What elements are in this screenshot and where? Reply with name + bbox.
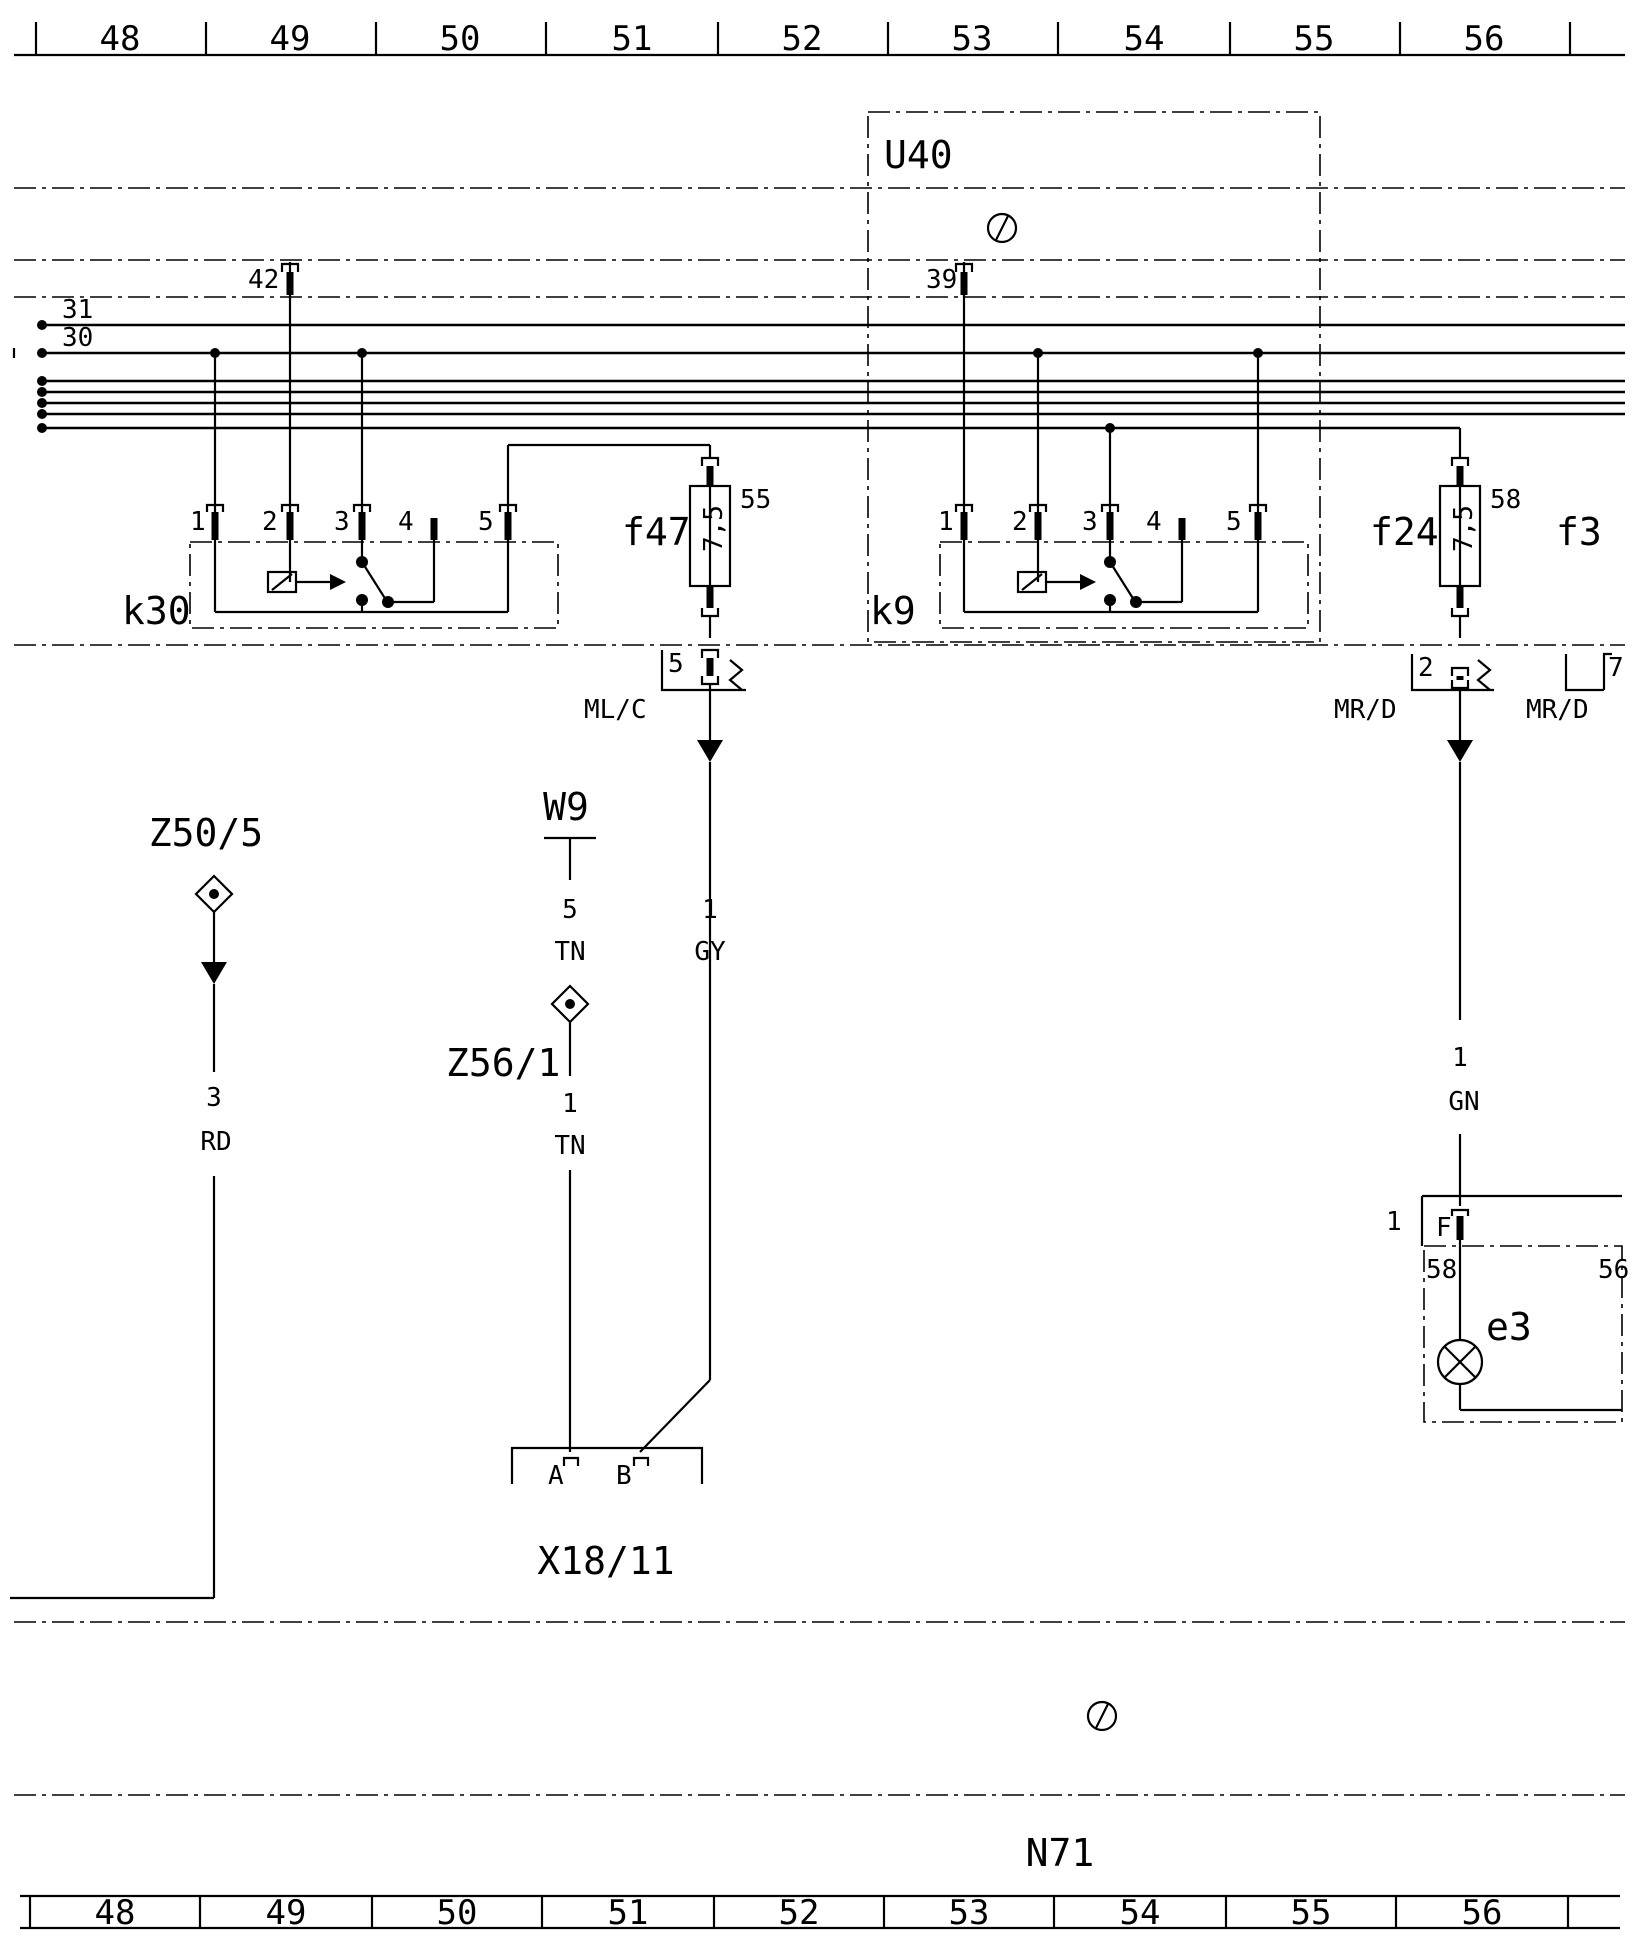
k30-pin-3: 3 bbox=[334, 507, 350, 537]
k9-pin-1: 1 bbox=[938, 507, 954, 537]
bottom-col-55: 55 bbox=[1291, 1893, 1332, 1933]
splice-z50-5-label: Z50/5 bbox=[149, 811, 263, 855]
lamp-e3-label: e3 bbox=[1486, 1305, 1532, 1349]
connector-mrd2-label: MR/D bbox=[1526, 695, 1589, 725]
fuse-f47-label: f47 bbox=[622, 510, 691, 554]
top-col-54: 54 bbox=[1124, 19, 1165, 59]
k9-pin-5: 5 bbox=[1226, 507, 1242, 537]
k30-pin-2: 2 bbox=[262, 507, 278, 537]
fuse-f3-label: f3 bbox=[1556, 510, 1602, 554]
module-u40-label: U40 bbox=[884, 133, 953, 177]
bus-label-30: 30 bbox=[62, 323, 93, 353]
bus-label-31: 31 bbox=[62, 295, 93, 325]
wire-tn-top-num: 5 bbox=[562, 895, 578, 925]
connector-x18-11-label: X18/11 bbox=[537, 1539, 674, 1583]
bottom-col-53: 53 bbox=[949, 1893, 990, 1933]
bottom-col-52: 52 bbox=[779, 1893, 820, 1933]
u40-ground-symbol bbox=[986, 212, 1018, 244]
lamp-terminal-56: 56 bbox=[1598, 1255, 1629, 1285]
connector-w9-label: W9 bbox=[543, 785, 589, 829]
wire-gn-num: 1 bbox=[1452, 1043, 1468, 1073]
relay-k9-label: k9 bbox=[870, 589, 916, 633]
connector-x18-11 bbox=[510, 1446, 704, 1484]
fuse-f24 bbox=[1410, 428, 1612, 1206]
top-col-53: 53 bbox=[952, 19, 993, 59]
wire-rd-num: 3 bbox=[206, 1083, 222, 1113]
connector-mlc-pin: 5 bbox=[668, 649, 684, 679]
bottom-col-48: 48 bbox=[95, 1893, 136, 1933]
fuse-f24-terminal: 58 bbox=[1490, 485, 1521, 515]
fuse-f47-rating: 7,5 bbox=[699, 505, 729, 552]
lamp-pin-number: 1 bbox=[1386, 1207, 1402, 1237]
connector-mlc-label: ML/C bbox=[584, 695, 647, 725]
relay-k30 bbox=[189, 262, 710, 629]
top-col-56: 56 bbox=[1464, 19, 1505, 59]
relay-k9 bbox=[939, 262, 1309, 629]
top-col-55: 55 bbox=[1294, 19, 1335, 59]
lamp-terminal-58: 58 bbox=[1426, 1255, 1457, 1285]
relay-k30-label: k30 bbox=[122, 589, 191, 633]
top-col-48: 48 bbox=[100, 19, 141, 59]
n71-ground-symbol bbox=[1086, 1700, 1118, 1732]
k9-pin-2: 2 bbox=[1012, 507, 1028, 537]
x18-pin-a: A bbox=[548, 1461, 564, 1491]
k30-pin-5: 5 bbox=[478, 507, 494, 537]
power-bus bbox=[12, 320, 1625, 433]
top-col-51: 51 bbox=[612, 19, 653, 59]
terminal-42: 42 bbox=[248, 265, 279, 295]
top-column-ruler: 48 49 50 51 52 53 54 55 56 bbox=[14, 19, 1625, 59]
connector-mrd2-pin: 7 bbox=[1608, 653, 1624, 683]
connector-mrd-pin: 2 bbox=[1418, 653, 1434, 683]
bottom-col-49: 49 bbox=[266, 1893, 307, 1933]
lamp-pin-f: F bbox=[1436, 1213, 1452, 1243]
splice-z50-5 bbox=[10, 874, 234, 1600]
top-col-50: 50 bbox=[440, 19, 481, 59]
wire-gy-num: 1 bbox=[702, 895, 718, 925]
bottom-col-56: 56 bbox=[1462, 1893, 1503, 1933]
wire-rd-color: RD bbox=[200, 1127, 231, 1157]
wire-gn-color: GN bbox=[1448, 1087, 1479, 1117]
lamp-e3 bbox=[1420, 1194, 1623, 1423]
wire-tn-bot-num: 1 bbox=[562, 1089, 578, 1119]
k30-pin-1: 1 bbox=[190, 507, 206, 537]
ground-w9-chain bbox=[544, 836, 596, 1452]
fuse-f47 bbox=[639, 445, 746, 1453]
bottom-column-ruler: 48 49 50 51 52 53 54 55 56 bbox=[20, 1893, 1620, 1933]
k9-pin-3: 3 bbox=[1082, 507, 1098, 537]
top-col-52: 52 bbox=[782, 19, 823, 59]
connector-mrd-label: MR/D bbox=[1334, 695, 1397, 725]
splice-z56-1-label: Z56/1 bbox=[446, 1041, 560, 1085]
wire-gy-color: GY bbox=[694, 937, 726, 967]
fuse-f24-label: f24 bbox=[1370, 510, 1439, 554]
module-boundaries bbox=[14, 111, 1625, 1796]
x18-pin-b: B bbox=[616, 1461, 632, 1491]
k9-pin-4: 4 bbox=[1146, 507, 1162, 537]
top-col-49: 49 bbox=[270, 19, 311, 59]
fuse-f47-terminal: 55 bbox=[740, 485, 771, 515]
wire-tn-bot-color: TN bbox=[554, 1131, 585, 1161]
bottom-col-54: 54 bbox=[1120, 1893, 1161, 1933]
fuse-f24-rating: 7,5 bbox=[1449, 505, 1479, 552]
wire-tn-top-color: TN bbox=[554, 937, 585, 967]
k30-pin-4: 4 bbox=[398, 507, 414, 537]
terminal-39: 39 bbox=[926, 265, 957, 295]
bottom-col-50: 50 bbox=[437, 1893, 478, 1933]
bottom-col-51: 51 bbox=[608, 1893, 649, 1933]
module-n71-label: N71 bbox=[1026, 1831, 1095, 1875]
